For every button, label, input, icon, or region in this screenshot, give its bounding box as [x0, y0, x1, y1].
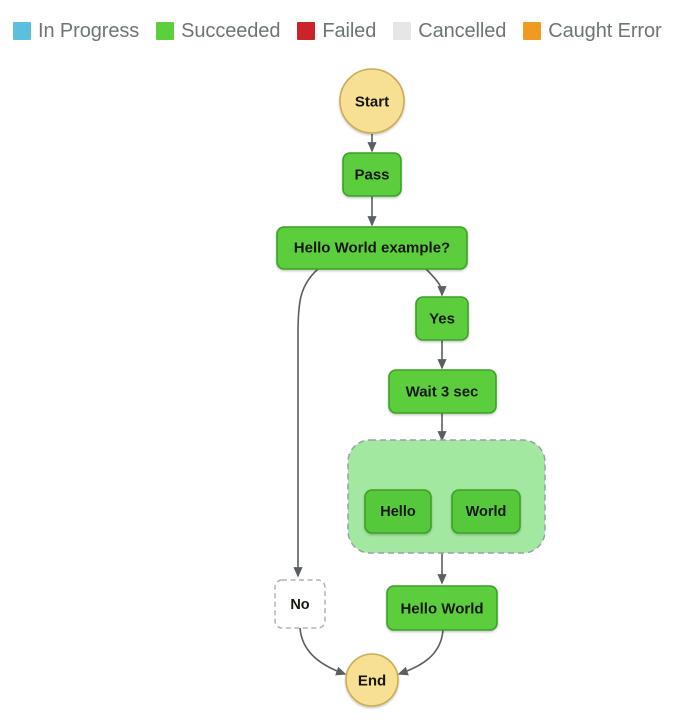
legend-label-in-progress: In Progress [38, 19, 140, 42]
edge-choice-yes [425, 268, 447, 297]
node-start-shape[interactable] [339, 68, 405, 134]
legend-swatch-succeeded [156, 22, 175, 40]
node-end[interactable]: End [345, 653, 399, 707]
edge-helloworld-end [397, 629, 444, 676]
legend-item-in-progress: In Progress [13, 20, 139, 43]
node-choice[interactable]: Hello World example? [276, 226, 468, 270]
legend-swatch-cancelled [393, 22, 412, 40]
node-pass-shape[interactable] [342, 152, 402, 197]
node-wait[interactable]: Wait 3 sec [388, 369, 497, 414]
legend-label-cancelled: Cancelled [418, 19, 507, 42]
node-world[interactable]: World [451, 489, 521, 534]
legend-item-failed: Failed [297, 20, 376, 43]
node-hello[interactable]: Hello [364, 489, 432, 534]
node-pass[interactable]: Pass [342, 152, 402, 197]
legend-item-cancelled: Cancelled [393, 20, 506, 43]
execution-flow-graph[interactable]: Start Pass Hello World example? Yes Wait… [0, 52, 700, 722]
node-choice-shape[interactable] [276, 226, 468, 270]
legend-swatch-caught-error [523, 22, 542, 40]
node-start[interactable]: Start [339, 68, 405, 134]
node-world-shape[interactable] [451, 489, 521, 534]
node-hello-shape[interactable] [364, 489, 432, 534]
edge-no-end [299, 627, 347, 676]
node-no-shape[interactable] [274, 579, 326, 629]
node-end-shape[interactable] [345, 653, 399, 707]
legend-swatch-in-progress [13, 22, 31, 40]
edge-choice-no [293, 268, 319, 578]
node-yes[interactable]: Yes [415, 296, 469, 341]
legend-item-caught-error: Caught Error [523, 19, 662, 43]
legend-swatch-failed [297, 22, 316, 40]
node-helloworld-shape[interactable] [386, 585, 498, 631]
legend-label-succeeded: Succeeded [181, 19, 281, 42]
legend-label-caught-error: Caught Error [548, 19, 662, 42]
node-yes-shape[interactable] [415, 296, 469, 341]
legend-label-failed: Failed [322, 19, 377, 42]
node-helloworld[interactable]: Hello World [386, 585, 498, 631]
legend-item-succeeded: Succeeded [156, 20, 280, 43]
status-legend: In Progress Succeeded Failed Cancelled C… [0, 0, 700, 62]
node-wait-shape[interactable] [388, 369, 497, 414]
node-no[interactable]: No [274, 579, 326, 629]
